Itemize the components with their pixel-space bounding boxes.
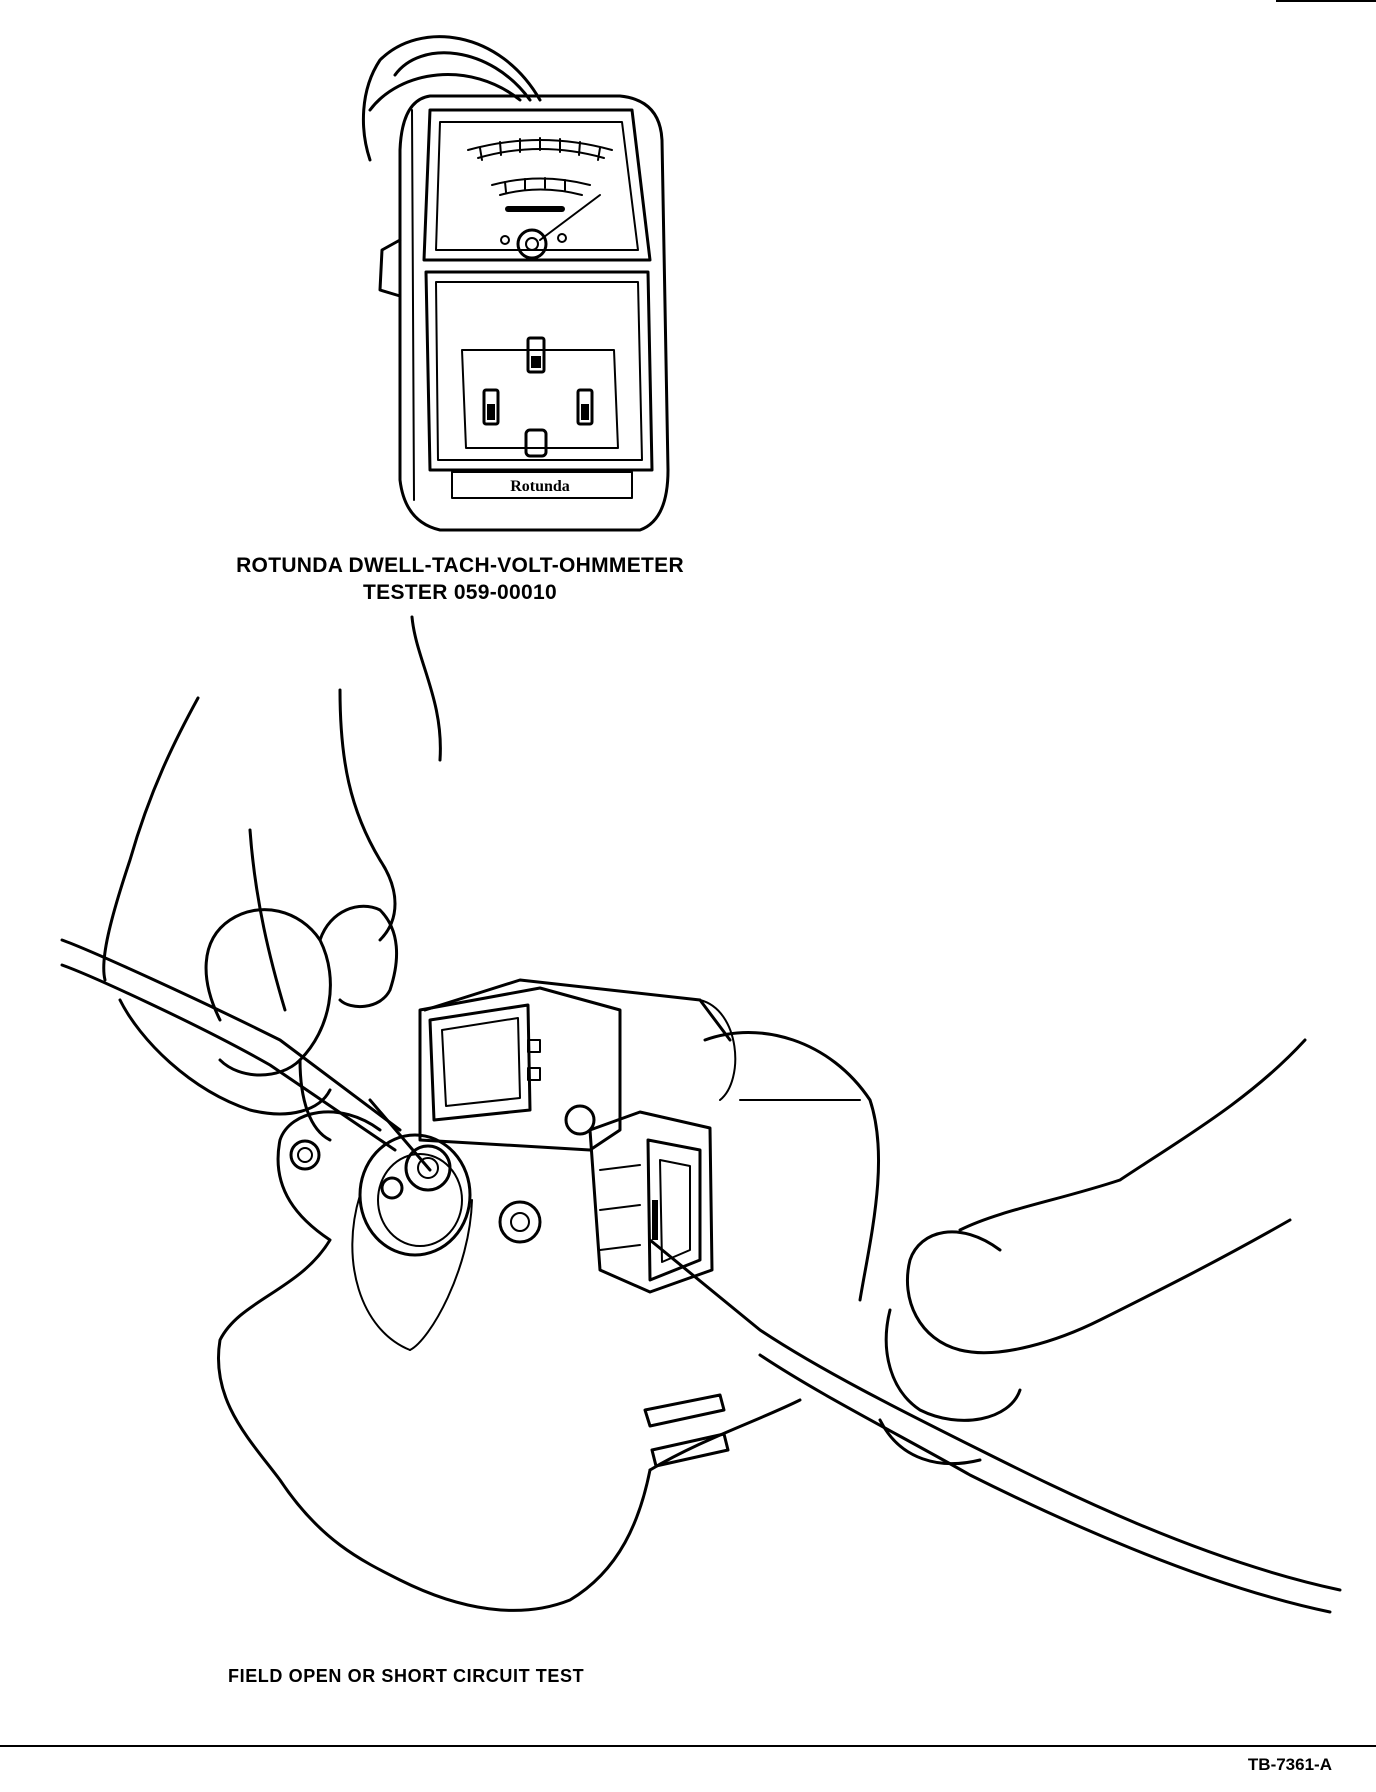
bottom-rule	[0, 1745, 1376, 1747]
tester-caption-line1: ROTUNDA DWELL-TACH-VOLT-OHMMETER	[236, 554, 684, 577]
tester-meter: Rotunda	[362, 35, 670, 532]
test-scene	[60, 615, 1342, 1614]
top-rule	[1276, 0, 1376, 2]
tester-caption: ROTUNDA DWELL-TACH-VOLT-OHMMETER TESTER …	[0, 552, 920, 606]
meter-brand-label: Rotunda	[510, 478, 570, 495]
test-caption: FIELD OPEN OR SHORT CIRCUIT TEST	[228, 1666, 585, 1686]
tester-caption-line2: TESTER 059-00010	[363, 581, 557, 604]
figure-id: TB-7361-A	[1247, 1755, 1332, 1774]
